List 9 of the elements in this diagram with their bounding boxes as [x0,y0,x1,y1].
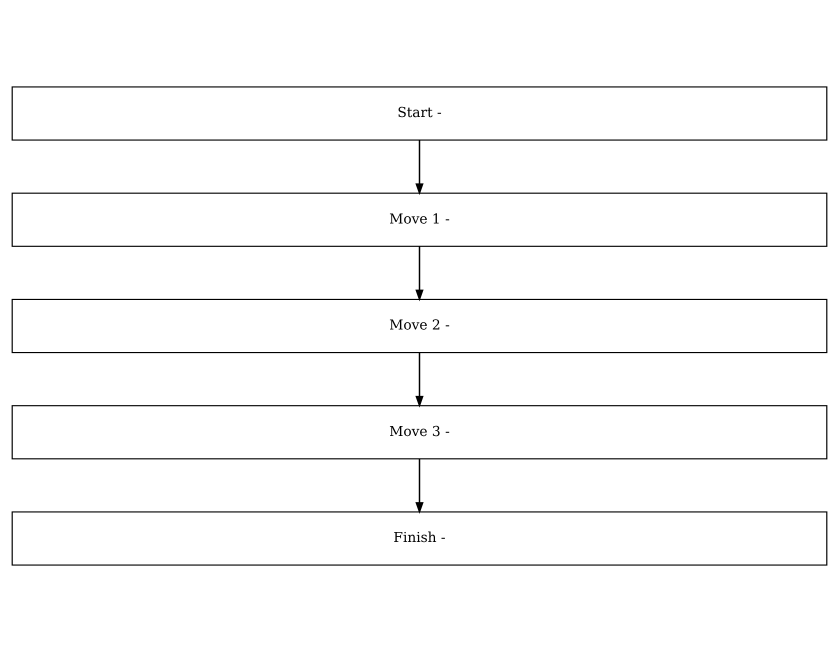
arrow [415,246,424,302]
node-box: Start - [12,86,828,141]
arrow [415,459,424,514]
node-box: Move 2 - [12,298,828,354]
arrow [415,352,424,408]
node-box: Move 3 - [12,405,828,460]
node-box: Move 1 - [12,192,828,247]
node-box: Finish - [12,511,828,566]
arrow [415,140,424,196]
